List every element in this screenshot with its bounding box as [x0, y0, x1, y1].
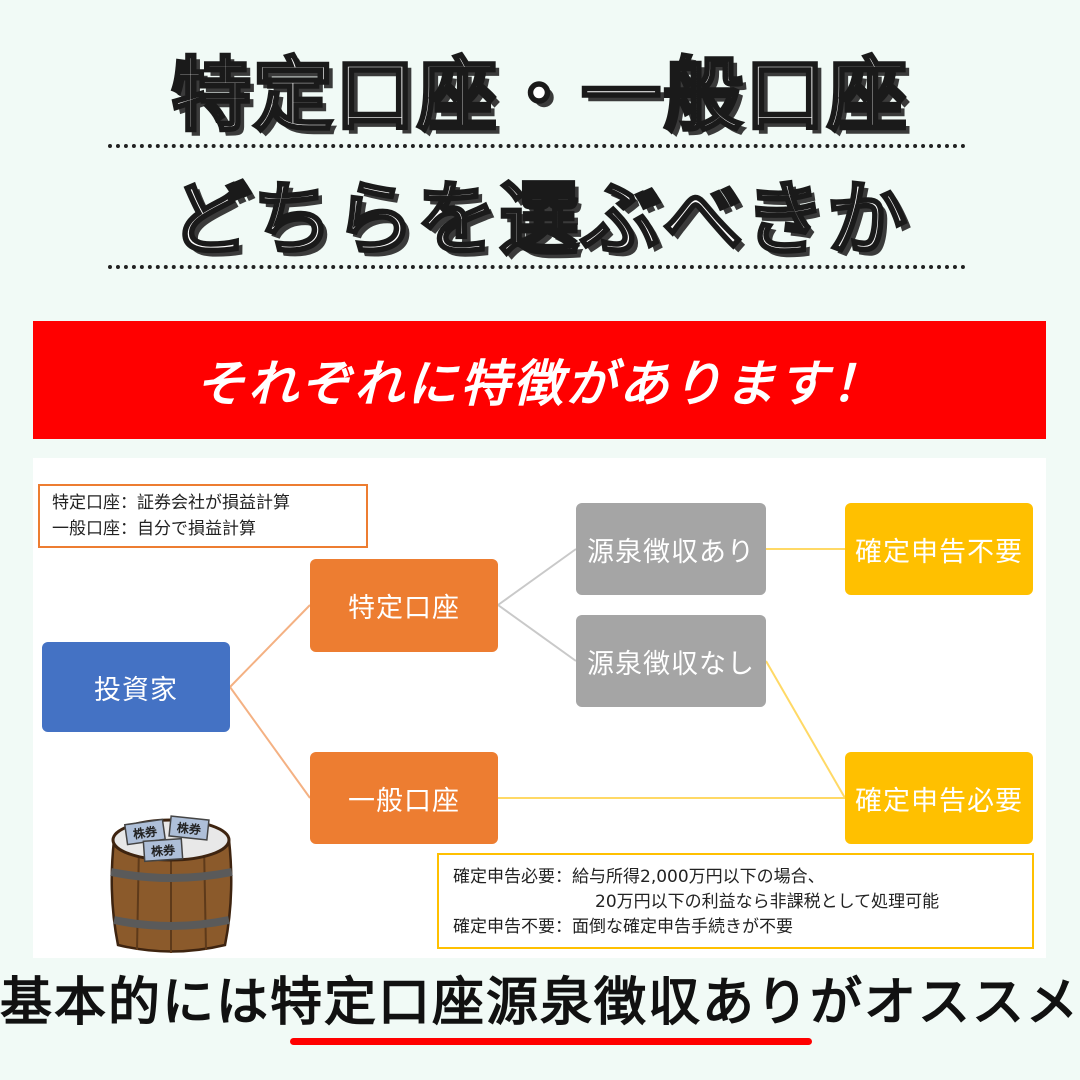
feature-banner: それぞれに特徴があります！ [33, 321, 1046, 439]
recommendation-text: 基本的には特定口座源泉徴収ありがオススメ [0, 973, 1080, 1033]
node-withholding-no: 源泉徴収なし [576, 615, 766, 707]
edge-gensen-nashi-hitsuyo [765, 660, 846, 799]
dotted-divider-1 [108, 144, 966, 148]
note-fuyo: 確定申告不要：面倒な確定申告手続きが不要 [453, 917, 793, 937]
note-tokutei: 特定口座：証券会社が損益計算 [52, 493, 290, 513]
node-withholding-yes: 源泉徴収あり [576, 503, 766, 595]
stock-barrel-icon: 株券 株券 株券 [110, 815, 233, 953]
edge-tokutei-gensen-nashi [497, 604, 577, 662]
barrel-label-1: 株券 [132, 823, 159, 841]
title-line-2: どちらを選ぶべきか [170, 173, 909, 266]
node-tokutei-account: 特定口座 [310, 559, 498, 652]
recommendation-underline [290, 1038, 812, 1045]
barrel-label-3: 株券 [151, 842, 177, 859]
note-hitsuyo: 確定申告必要：給与所得2,000万円以下の場合、 [453, 867, 825, 887]
dotted-divider-2 [108, 265, 966, 269]
barrel-label-2: 株券 [176, 820, 202, 838]
note-ippan: 一般口座：自分で損益計算 [52, 519, 256, 539]
account-type-note: 特定口座：証券会社が損益計算 一般口座：自分で損益計算 [38, 484, 368, 548]
edge-investor-tokutei [229, 604, 311, 688]
node-tax-return-needed: 確定申告必要 [845, 752, 1033, 844]
banner-text: それぞれに特徴があります！ [195, 355, 884, 413]
node-tax-return-unneeded: 確定申告不要 [845, 503, 1033, 595]
note-hitsuyo-detail: 20万円以下の利益なら非課税として処理可能 [595, 892, 940, 912]
edge-tokutei-gensen-ari [497, 548, 577, 606]
node-ippan-account: 一般口座 [310, 752, 498, 844]
node-investor: 投資家 [42, 642, 230, 732]
tax-return-note: 確定申告必要：給与所得2,000万円以下の場合、 20万円以下の利益なら非課税と… [437, 853, 1034, 949]
edge-investor-ippan [229, 686, 311, 799]
title-line-1: 特定口座・一般口座 [170, 49, 909, 142]
